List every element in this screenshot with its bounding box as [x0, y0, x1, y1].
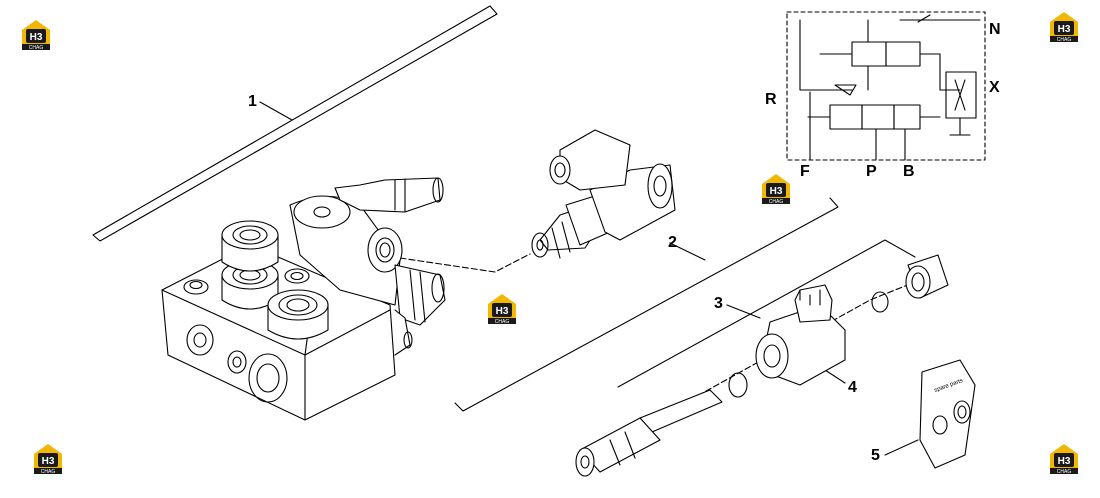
leader-3 — [726, 304, 761, 319]
svg-text:H3: H3 — [770, 186, 783, 197]
port-label-r: R — [765, 91, 777, 108]
alignment-dashline-2 — [689, 281, 916, 401]
valve-block — [161, 177, 446, 421]
leader-5 — [884, 439, 919, 456]
hydraulic-schematic — [786, 11, 986, 161]
svg-text:H3: H3 — [30, 32, 43, 43]
h3-logo-icon: H3 CHAG — [1050, 444, 1078, 475]
seal-kit-card — [919, 359, 976, 469]
callout-5: 5 — [871, 447, 880, 464]
port-label-b: B — [903, 163, 915, 180]
h3-logo: H3 CHAG — [18, 18, 54, 52]
leader-2 — [669, 242, 706, 261]
svg-text:CHAG: CHAG — [769, 199, 784, 205]
svg-text:CHAG: CHAG — [29, 45, 44, 51]
svg-text:H3: H3 — [1058, 456, 1071, 467]
svg-text:H3: H3 — [42, 456, 55, 467]
bracket-1 — [92, 5, 498, 242]
bracket-2 — [454, 197, 839, 412]
leader-4 — [824, 369, 846, 384]
cartridge-tube — [575, 389, 723, 477]
h3-logo: H3 CHAG — [758, 172, 794, 206]
h3-logo-icon: H3 CHAG — [34, 444, 62, 475]
svg-text:CHAG: CHAG — [1057, 469, 1072, 475]
port-label-n: N — [989, 21, 1001, 38]
bracket-3 — [617, 239, 916, 388]
port-label-f: F — [800, 163, 810, 180]
svg-text:CHAG: CHAG — [495, 319, 510, 325]
callout-4: 4 — [848, 379, 857, 396]
h3-logo: H3 CHAG — [1046, 442, 1082, 476]
callout-1: 1 — [248, 93, 257, 110]
callout-3: 3 — [714, 295, 723, 312]
h3-logo: H3 CHAG — [484, 292, 520, 326]
o-ring-seal — [728, 291, 889, 398]
svg-text:CHAG: CHAG — [41, 469, 56, 475]
h3-logo-icon: H3 CHAG — [488, 294, 516, 325]
solenoid-coil — [755, 284, 846, 386]
h3-logo-icon: H3 CHAG — [1050, 12, 1078, 43]
port-label-p: P — [866, 163, 877, 180]
svg-text:CHAG: CHAG — [1057, 37, 1072, 43]
port-label-x: X — [989, 79, 1000, 96]
leader-1 — [259, 101, 293, 121]
solenoid-valve-assembly — [531, 129, 676, 259]
h3-logo-icon: H3 CHAG — [762, 174, 790, 205]
h3-logo-icon: H3 CHAG — [22, 20, 50, 51]
callout-2: 2 — [668, 234, 677, 251]
h3-logo: H3 CHAG — [30, 442, 66, 476]
h3-logo: H3 CHAG — [1046, 10, 1082, 44]
alignment-dashline — [399, 253, 531, 273]
nut-cap — [905, 254, 949, 299]
svg-text:H3: H3 — [1058, 24, 1071, 35]
svg-text:H3: H3 — [496, 306, 509, 317]
